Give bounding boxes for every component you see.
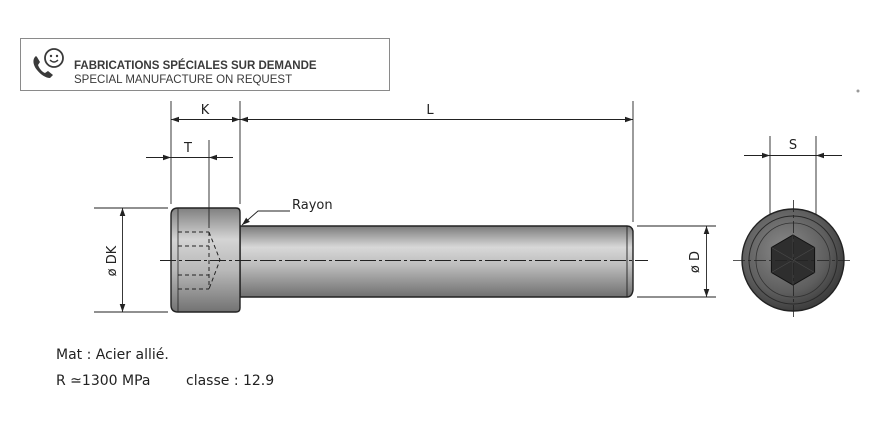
note-class: classe : 12.9: [186, 373, 274, 389]
dot-mark: [856, 89, 860, 93]
socket-hidden-lines: [178, 231, 221, 290]
phone-smiley-icon: [33, 48, 64, 78]
label-l: L: [426, 103, 434, 118]
banner: FABRICATIONS SPÉCIALES SUR DEMANDE SPECI…: [20, 38, 390, 91]
screw-shank: [239, 225, 634, 298]
banner-line-fr: FABRICATIONS SPÉCIALES SUR DEMANDE: [74, 59, 317, 72]
label-rayon: Rayon: [292, 198, 333, 213]
note-strength: R ≃1300 MPa: [56, 373, 150, 389]
label-t: T: [183, 141, 192, 156]
screw-head: [170, 207, 241, 313]
screw-side-view: [160, 207, 648, 313]
label-d: ø D: [688, 251, 703, 273]
label-s: S: [789, 138, 797, 153]
label-k: K: [201, 103, 210, 118]
label-dk: ø DK: [105, 245, 120, 276]
note-material: Mat : Acier allié.: [56, 347, 169, 363]
screw-end-view: [733, 200, 853, 320]
banner-line-en: SPECIAL MANUFACTURE ON REQUEST: [74, 74, 292, 86]
